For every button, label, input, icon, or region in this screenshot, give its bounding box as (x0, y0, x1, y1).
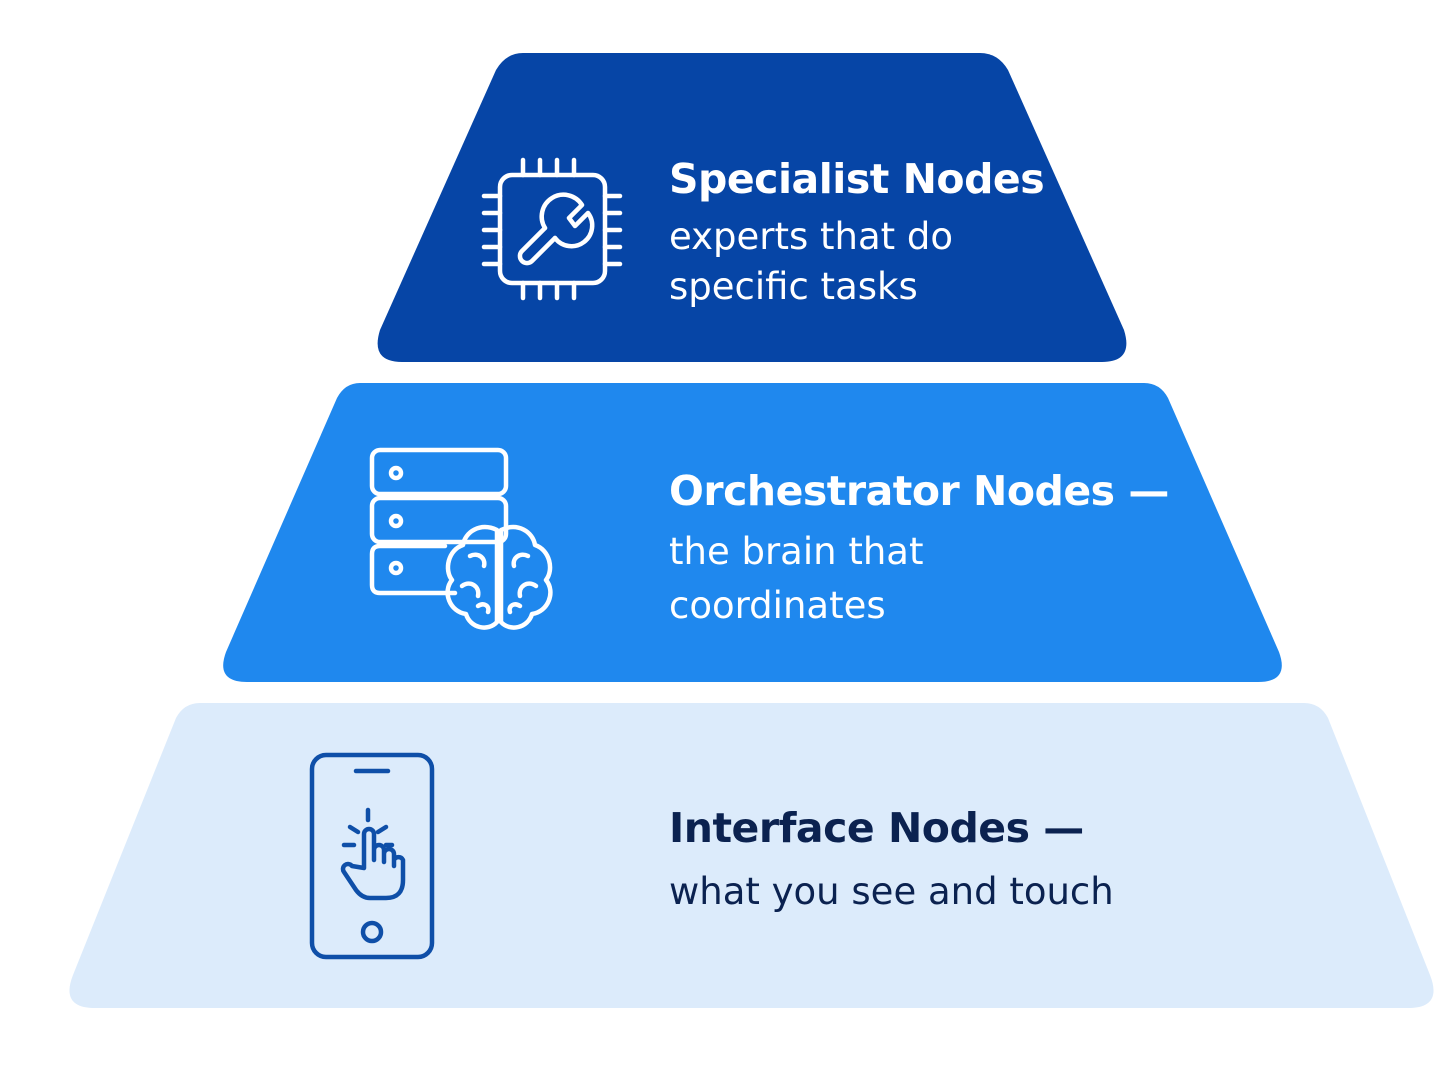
tier-orchestrator-title: Orchestrator Nodes — (669, 467, 1169, 515)
server-brain-icon (369, 447, 553, 630)
tier-interface-shape (69, 703, 1434, 1008)
tier-interface-title: Interface Nodes — (669, 804, 1084, 852)
chip-wrench-icon (481, 157, 623, 301)
tier-orchestrator-description-line-1: the brain that (669, 530, 924, 573)
tier-specialist-title: Specialist Nodes — (669, 155, 1099, 203)
phone-tap-icon (309, 752, 435, 960)
tier-interface-description-line-1: what you see and touch (669, 870, 1114, 913)
tier-specialist-description-line-2: specific tasks (669, 265, 918, 308)
tier-specialist-description-line-1: experts that do (669, 215, 954, 258)
tier-orchestrator-description-line-2: coordinates (669, 584, 886, 627)
